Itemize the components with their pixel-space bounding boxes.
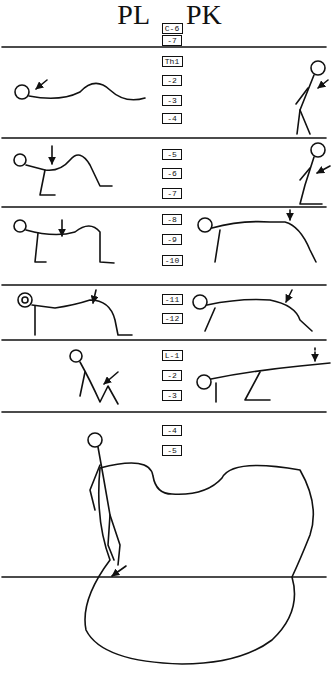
stick-figure	[70, 350, 118, 404]
vertebra-label: -3	[165, 391, 179, 400]
band-line	[2, 339, 326, 341]
vertebra-label: -7	[165, 36, 179, 45]
band-line	[2, 576, 326, 578]
vertebra-label: -11	[165, 295, 180, 304]
band-line	[2, 284, 326, 286]
vertebra-box: -6	[162, 168, 182, 179]
vertebra-box: -4	[162, 113, 182, 124]
vertebra-box: -3	[162, 390, 182, 401]
vertebra-box: -4	[162, 425, 182, 436]
vertebra-box: -2	[162, 75, 182, 86]
vertebra-box: -3	[162, 95, 182, 106]
vertebra-label: -7	[165, 189, 179, 198]
vertebra-box: -10	[162, 255, 183, 266]
vertebra-label: Th1	[165, 57, 180, 66]
band-line	[2, 206, 326, 208]
stick-figure	[14, 146, 112, 195]
band-line	[2, 411, 326, 413]
vertebra-box: -7	[162, 35, 182, 46]
stick-figure	[198, 210, 316, 262]
stick-figure	[300, 143, 330, 204]
vertebra-box: -5	[162, 445, 182, 456]
vertebra-box: C-6	[162, 23, 183, 34]
pelvis-outline	[85, 463, 313, 664]
vertebra-box: -9	[162, 234, 182, 245]
vertebra-label: C-6	[165, 24, 180, 33]
vertebra-label: -10	[165, 256, 180, 265]
vertebra-box: -2	[162, 370, 182, 381]
stick-figure	[88, 433, 126, 576]
vertebra-label: -4	[165, 114, 179, 123]
band-line	[2, 137, 326, 139]
band-line	[2, 46, 326, 48]
vertebra-label: -2	[165, 371, 179, 380]
stick-figure	[14, 220, 114, 263]
stick-figure	[18, 290, 132, 335]
vertebra-label: -8	[165, 215, 179, 224]
stick-figure	[15, 80, 145, 100]
vertebra-box: -8	[162, 214, 182, 225]
stick-figure	[197, 348, 330, 402]
vertebra-label: -5	[165, 446, 179, 455]
heading-label: PL	[117, 0, 150, 30]
stick-figure	[296, 61, 328, 134]
vertebra-label: -4	[165, 426, 179, 435]
heading-label: PK	[186, 0, 222, 30]
vertebra-box: L-1	[162, 350, 183, 361]
vertebra-label: -9	[165, 235, 179, 244]
vertebra-label: -3	[165, 96, 179, 105]
vertebra-label: -2	[165, 76, 179, 85]
vertebra-box: -7	[162, 188, 182, 199]
vertebra-label: -12	[165, 314, 180, 323]
vertebra-box: Th1	[162, 56, 183, 67]
stick-figure	[193, 290, 312, 331]
vertebra-label: -6	[165, 169, 179, 178]
vertebra-box: -5	[162, 149, 182, 160]
vertebra-box: -11	[162, 294, 183, 305]
vertebra-label: -5	[165, 150, 179, 159]
vertebra-label: L-1	[165, 351, 180, 360]
vertebra-box: -12	[162, 313, 183, 324]
